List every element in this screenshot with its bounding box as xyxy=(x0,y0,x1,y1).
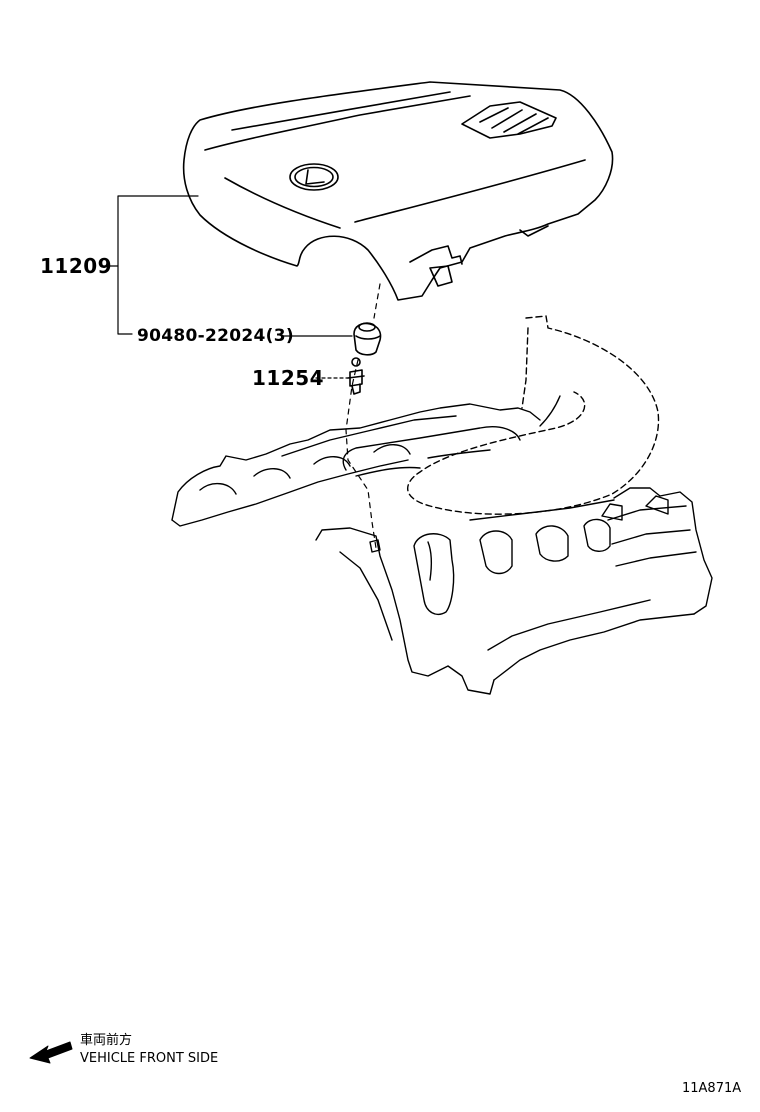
vehicle-front-side-label: VEHICLE FRONT SIDE xyxy=(80,1051,219,1066)
leader-lines xyxy=(101,195,381,549)
engine-cover-outline xyxy=(182,81,614,301)
engine-cover-skirt-tab xyxy=(429,265,453,287)
intake-plenum-outline xyxy=(407,315,660,515)
engine-boss-3 xyxy=(583,518,611,552)
lexus-emblem-icon xyxy=(289,163,339,191)
engine-left-bank-bumps xyxy=(199,444,411,495)
engine-front-face-inner xyxy=(339,551,393,641)
engine-cover-vent-slat-2 xyxy=(491,109,523,129)
vehicle-front-side-label-jp: 車両前方 xyxy=(80,1033,133,1048)
engine-right-bank-bosses xyxy=(601,495,669,521)
intake-plenum-inner xyxy=(521,327,529,409)
engine-right-bank-lower xyxy=(469,499,615,521)
left-down-arrow-icon xyxy=(29,1041,73,1064)
engine-front-face xyxy=(315,527,495,695)
engine-front-side-2 xyxy=(487,599,651,651)
drawing-code: 11A871A xyxy=(682,1081,742,1096)
engine-valley xyxy=(342,426,521,471)
assembly-line-lower xyxy=(345,359,377,549)
engine-boss-1 xyxy=(479,530,513,575)
engine-side-rib-2 xyxy=(611,529,691,545)
engine-cover-crease-3 xyxy=(231,91,451,131)
engine-pulley-1 xyxy=(413,533,455,616)
assembly-line-main xyxy=(373,283,381,319)
engine-cover-edge-right xyxy=(519,225,549,237)
engine-valley-inner xyxy=(355,449,491,477)
intake-runner xyxy=(539,395,561,427)
engine-block-drawing xyxy=(171,315,713,695)
part-label-engine-cover[interactable]: 11209 xyxy=(40,254,113,278)
engine-left-bank-cam xyxy=(281,415,457,457)
part-label-clip[interactable]: 90480-22024(3) xyxy=(137,326,294,346)
engine-cover-vent xyxy=(461,101,557,139)
leader-bracket-11209 xyxy=(117,195,199,335)
engine-cover-crease-2 xyxy=(354,159,586,223)
engine-cover-top-ridge xyxy=(204,95,471,151)
engine-cover-vent-slat-1 xyxy=(479,107,509,123)
engine-pulley-1-inner xyxy=(427,541,433,581)
engine-bolt-hole xyxy=(369,539,381,553)
engine-cover-vent-slat-4 xyxy=(517,117,549,135)
clip-drawing xyxy=(353,322,382,356)
part-label-grommet[interactable]: 11254 xyxy=(252,366,325,390)
engine-cover-skirt xyxy=(409,245,463,265)
engine-front-side xyxy=(493,613,695,681)
engine-cover-drawing xyxy=(182,81,614,301)
engine-cover-crease-1 xyxy=(224,177,341,229)
engine-left-bank xyxy=(171,403,541,521)
engine-right-bank xyxy=(613,487,713,615)
engine-cover-vent-slat-3 xyxy=(503,113,537,133)
engine-boss-2 xyxy=(535,525,569,562)
engine-side-rib-3 xyxy=(615,551,697,567)
grommet-drawing xyxy=(347,357,365,395)
engine-side-rib xyxy=(607,505,687,521)
engine-left-bank-lower xyxy=(171,459,409,527)
